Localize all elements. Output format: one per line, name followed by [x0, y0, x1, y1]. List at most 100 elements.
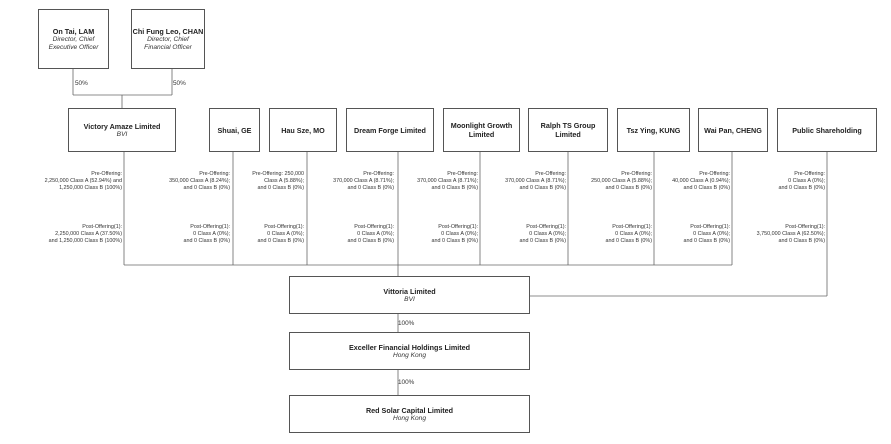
officer-box-lam: On Tai, LAM Director, Chief Executive Of… [38, 9, 109, 69]
entity-jurisdiction: Hong Kong [393, 351, 426, 359]
note-line: and 0 Class B (0%) [347, 238, 394, 245]
entity-name: Vittoria Limited [383, 286, 436, 296]
officer-name: Chi Fung Leo, CHAN [132, 26, 204, 36]
note-line: and 1,250,000 Class B (100%) [48, 238, 122, 245]
pre-offering-note: Pre-Offering: 40,000 Class A (0.94%); an… [672, 171, 730, 193]
note-line: Pre-Offering: 250,000 [252, 171, 304, 177]
entity-jurisdiction: BVI [404, 295, 415, 303]
note-line: Class A (5.88%); [264, 178, 304, 185]
post-offering-note: Post-Offering(1): 0 Class A (0%); and 0 … [606, 224, 652, 246]
entity-jurisdiction: Hong Kong [393, 414, 426, 422]
note-line: Pre-Offering: [699, 171, 730, 177]
pre-offering-note: Pre-Offering: 2,250,000 Class A (52.94%)… [45, 171, 122, 193]
pre-offering-note: Pre-Offering: 370,000 Class A (8.71%); a… [417, 171, 478, 193]
officer-name: On Tai, LAM [52, 26, 95, 36]
post-offering-note: Post-Offering(1): 2,250,000 Class A (37.… [49, 224, 122, 246]
entity-box-vittoria: Vittoria Limited BVI [289, 276, 530, 314]
note-line: Pre-Offering: [199, 171, 230, 177]
officer-box-chan: Chi Fung Leo, CHAN Director, Chief Finan… [131, 9, 205, 69]
post-offering-note: Post-Offering(1): 0 Class A (0%); and 0 … [684, 224, 730, 246]
shareholder-box-wai-pan-cheng: Wai Pan, CHENG [698, 108, 768, 152]
note-line: Pre-Offering: [91, 171, 122, 177]
entity-name: Moonlight Growth Limited [450, 121, 513, 139]
entity-name: Red Solar Capital Limited [365, 405, 454, 415]
note-line: 0 Class A (0%); [441, 231, 478, 238]
shareholder-box-dream-forge: Dream Forge Limited [346, 108, 434, 152]
note-line: and 0 Class B (0%) [778, 238, 825, 245]
officer-title: Director, Chief [52, 35, 95, 43]
note-line: 0 Class A (0%); [693, 231, 730, 238]
note-line: 1,250,000 Class B (100%) [59, 185, 122, 192]
note-line: Post-Offering(1): [82, 224, 122, 230]
note-line: Pre-Offering: [363, 171, 394, 177]
note-line: and 0 Class B (0%) [431, 185, 478, 192]
note-line: Pre-Offering: [794, 171, 825, 177]
pre-offering-note: Pre-Offering: 250,000 Class A (5.88%); a… [591, 171, 652, 193]
ownership-label: 100% [398, 320, 415, 327]
note-line: and 0 Class B (0%) [605, 238, 652, 245]
entity-name: Dream Forge Limited [354, 125, 426, 135]
post-offering-note: Post-Offering(1): 0 Class A (0%); and 0 … [184, 224, 230, 246]
note-line: Pre-Offering: [535, 171, 566, 177]
note-line: and 0 Class B (0%) [431, 238, 478, 245]
post-offering-note: Post-Offering(1): 0 Class A (0%); and 0 … [432, 224, 478, 246]
entity-name: Wai Pan, CHENG [704, 125, 762, 135]
note-line: and 0 Class B (0%) [519, 185, 566, 192]
note-line: Post-Offering(1): [264, 224, 304, 230]
note-line: Post-Offering(1): [526, 224, 566, 230]
note-line: and 0 Class B (0%) [683, 238, 730, 245]
shareholder-box-hau-sze-mo: Hau Sze, MO [269, 108, 337, 152]
entity-name: Ralph TS Group Limited [540, 121, 596, 139]
entity-name: Shuai, GE [217, 125, 252, 135]
note-line: 2,250,000 Class A (37.50%) [55, 231, 122, 238]
entity-name: Hau Sze, MO [281, 125, 325, 135]
note-line: 3,750,000 Class A (62.50%); [756, 231, 825, 238]
note-line: 0 Class A (0%); [357, 231, 394, 238]
post-offering-note: Post-Offering(1): 3,750,000 Class A (62.… [757, 224, 825, 246]
note-line: and 0 Class B (0%) [519, 238, 566, 245]
shareholder-box-shuai-ge: Shuai, GE [209, 108, 260, 152]
note-line: 250,000 Class A (5.88%); [591, 178, 652, 185]
shareholder-box-moonlight-growth: Moonlight Growth Limited [443, 108, 520, 152]
note-line: 370,000 Class A (8.71%); [505, 178, 566, 185]
entity-box-red-solar: Red Solar Capital Limited Hong Kong [289, 395, 530, 433]
entity-name: Public Shareholding [792, 125, 862, 135]
pre-offering-note: Pre-Offering: 250,000 Class A (5.88%); a… [252, 171, 304, 193]
note-line: 0 Class A (0%); [529, 231, 566, 238]
note-line: 350,000 Class A (8.24%); [169, 178, 230, 185]
shareholder-box-tsz-ying-kung: Tsz Ying, KUNG [617, 108, 690, 152]
shareholder-box-public: Public Shareholding [777, 108, 877, 152]
note-line: 370,000 Class A (8.71%); [417, 178, 478, 185]
note-line: and 0 Class B (0%) [183, 185, 230, 192]
note-line: 0 Class A (0%); [193, 231, 230, 238]
ownership-label: 50% [75, 80, 88, 87]
pre-offering-note: Pre-Offering: 350,000 Class A (8.24%); a… [169, 171, 230, 193]
ownership-label: 100% [398, 379, 415, 386]
note-line: Post-Offering(1): [190, 224, 230, 230]
note-line: 0 Class A (0%); [267, 231, 304, 238]
post-offering-note: Post-Offering(1): 0 Class A (0%); and 0 … [258, 224, 304, 246]
entity-name: Victory Amaze Limited [83, 121, 161, 131]
note-line: Post-Offering(1): [785, 224, 825, 230]
ownership-label: 50% [173, 80, 186, 87]
note-line: and 0 Class B (0%) [257, 238, 304, 245]
note-line: 370,000 Class A (8.71%); [333, 178, 394, 185]
note-line: 40,000 Class A (0.94%); [672, 178, 730, 185]
pre-offering-note: Pre-Offering: 370,000 Class A (8.71%); a… [505, 171, 566, 193]
note-line: 2,250,000 Class A (52.94%) and [44, 178, 122, 185]
note-line: Post-Offering(1): [690, 224, 730, 230]
shareholder-box-victory-amaze: Victory Amaze Limited BVI [68, 108, 176, 152]
post-offering-note: Post-Offering(1): 0 Class A (0%); and 0 … [348, 224, 394, 246]
note-line: Pre-Offering: [621, 171, 652, 177]
note-line: and 0 Class B (0%) [605, 185, 652, 192]
note-line: Post-Offering(1): [354, 224, 394, 230]
entity-box-exceller: Exceller Financial Holdings Limited Hong… [289, 332, 530, 370]
pre-offering-note: Pre-Offering: 0 Class A (0%); and 0 Clas… [779, 171, 825, 193]
note-line: 0 Class A (0%); [788, 178, 825, 185]
note-line: Post-Offering(1): [438, 224, 478, 230]
pre-offering-note: Pre-Offering: 370,000 Class A (8.71%); a… [333, 171, 394, 193]
note-line: Pre-Offering: [447, 171, 478, 177]
officer-title: Director, Chief [147, 35, 189, 43]
note-line: and 0 Class B (0%) [347, 185, 394, 192]
